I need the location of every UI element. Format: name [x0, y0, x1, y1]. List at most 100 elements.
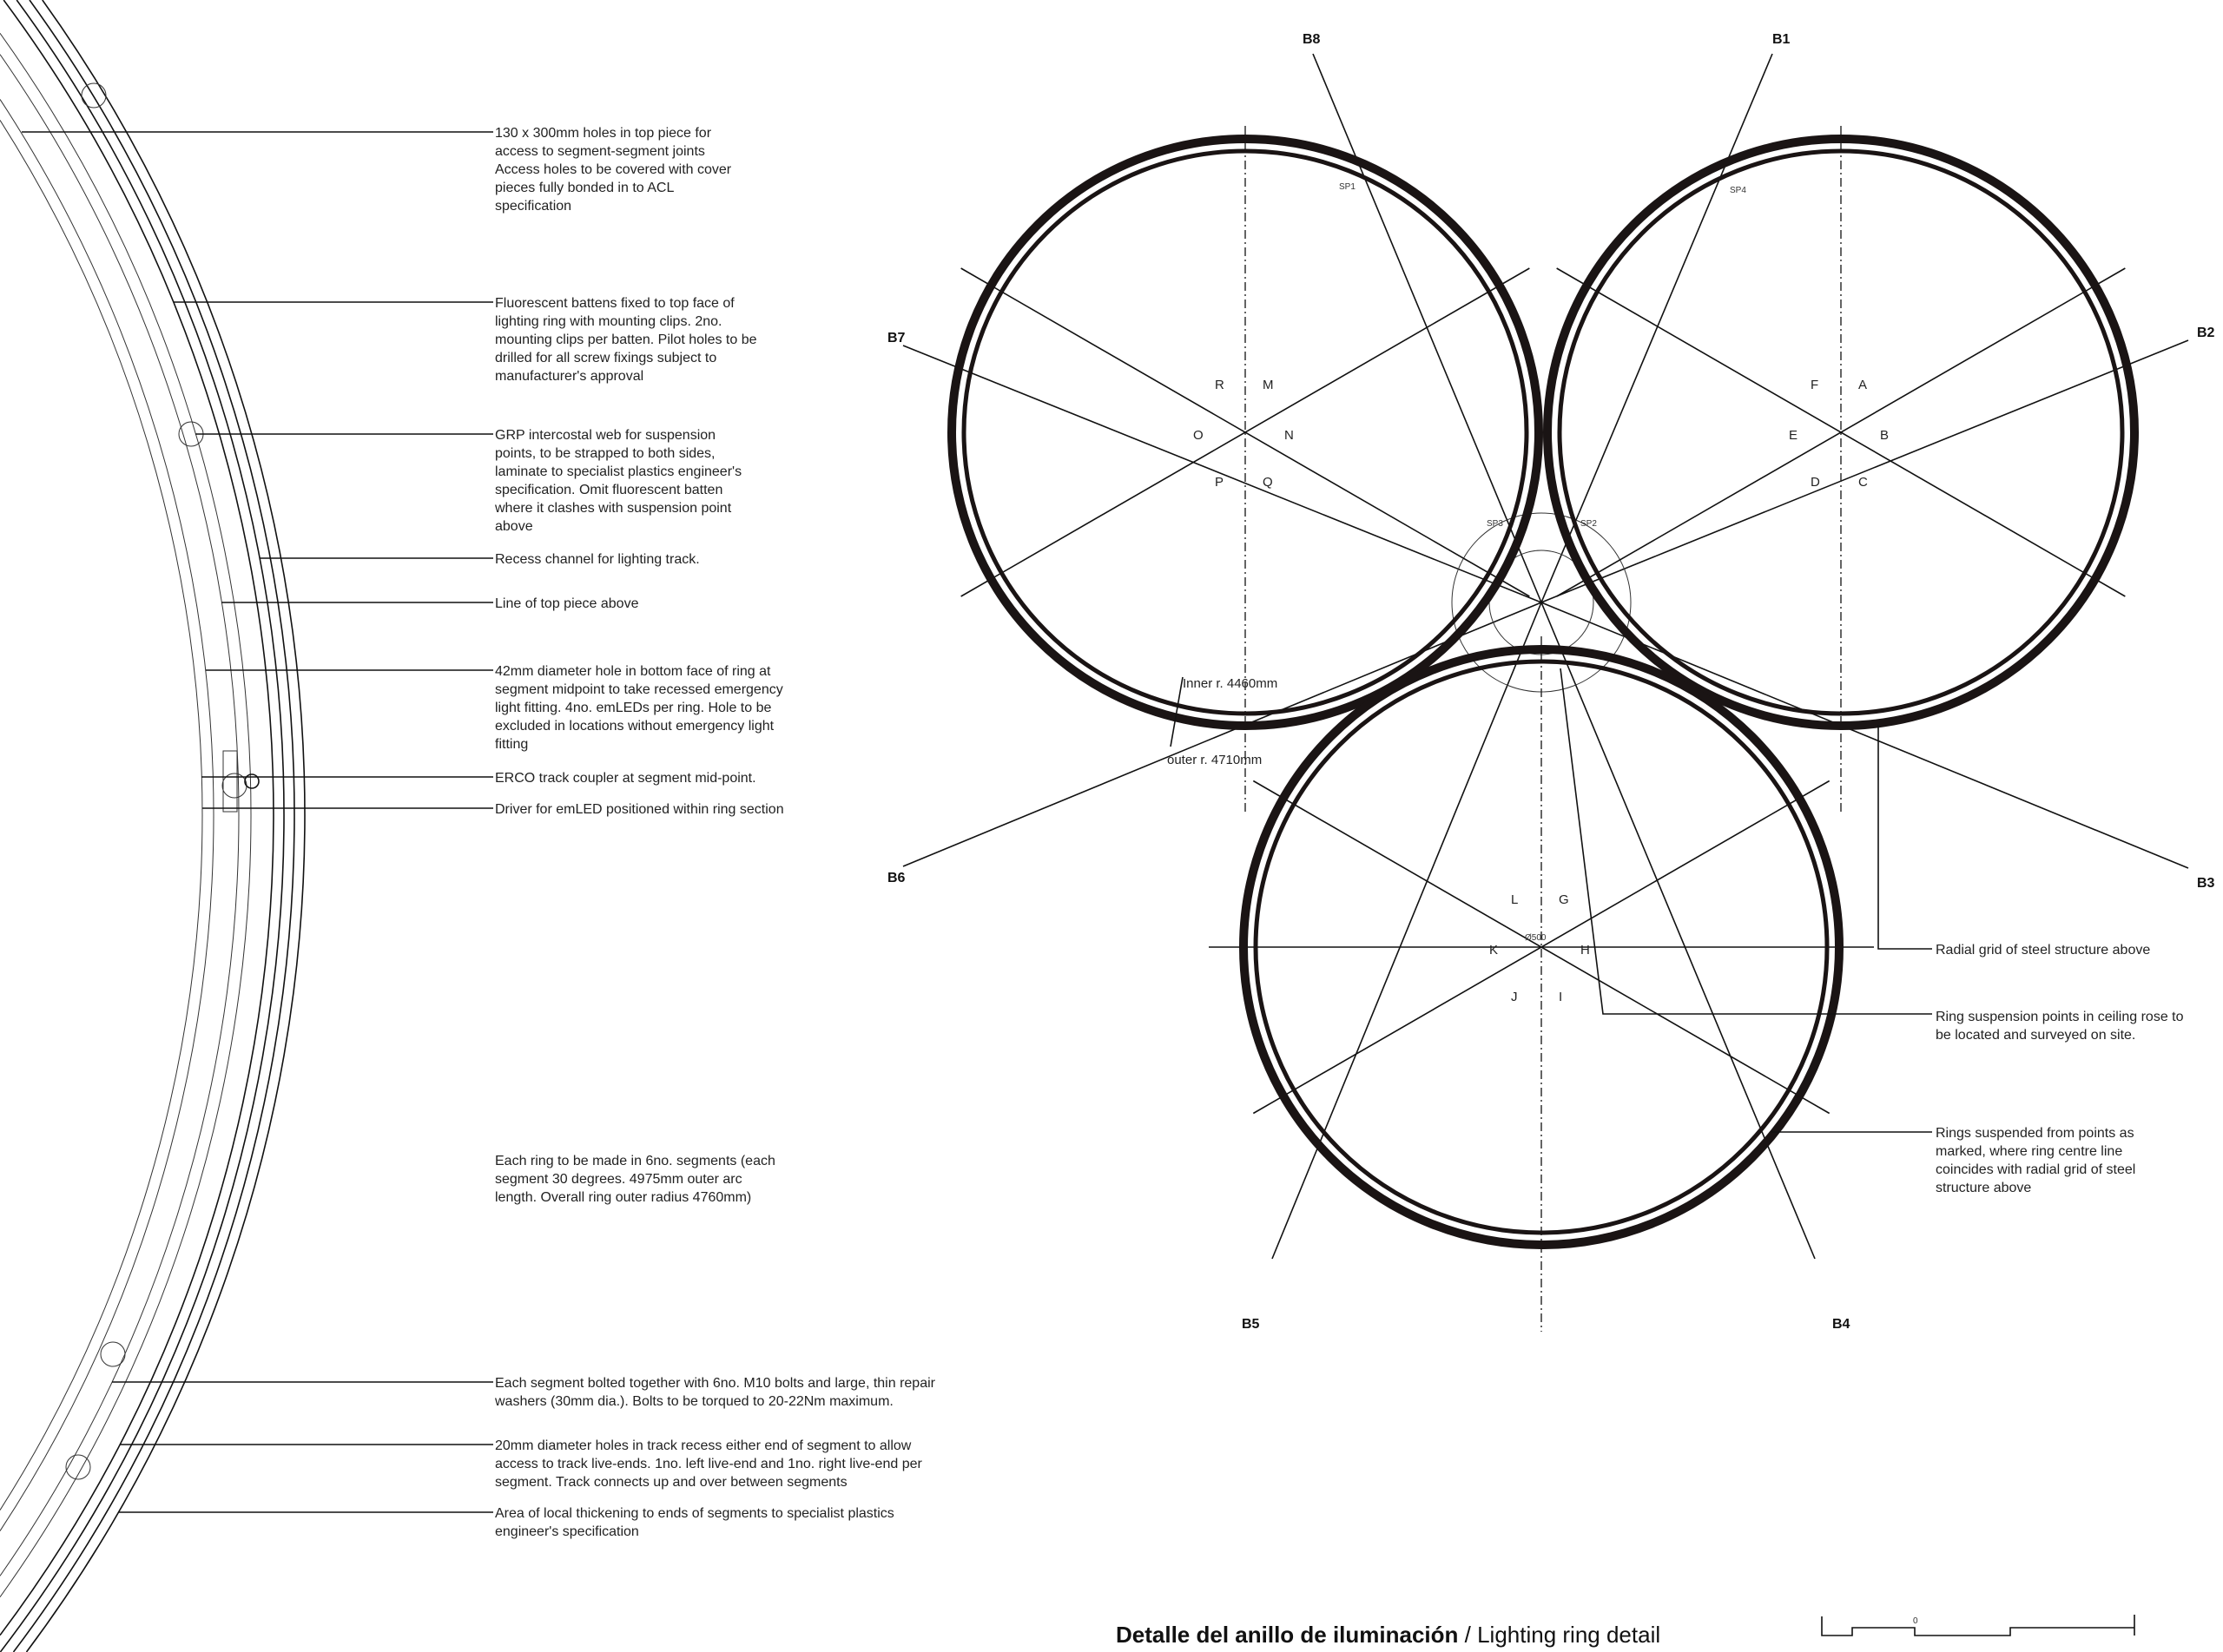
track-coupler: [222, 750, 238, 813]
ring-outer-band: [1239, 645, 1844, 1249]
sector-label: I: [1559, 990, 1562, 1004]
sector-label: K: [1489, 943, 1498, 958]
note-line: above: [495, 519, 533, 534]
scale-bar: 0: [1821, 1615, 2135, 1636]
note-line: mounting clips per batten. Pilot holes t…: [495, 332, 757, 347]
note-line: fitting: [495, 737, 528, 752]
grid-label: B7: [887, 331, 906, 346]
note-text: Fluorescent battens fixed to top face of…: [495, 296, 757, 384]
segment-joint-marker: [100, 1341, 126, 1367]
sector-label: D: [1811, 475, 1820, 490]
radial-grid-line: [902, 345, 1542, 603]
ring-section-arc: [12, 0, 295, 1652]
note-text: Area of local thickening to ends of segm…: [495, 1506, 894, 1539]
sector-label: N: [1284, 428, 1294, 443]
note-line: light fitting. 4no. emLEDs per ring. Hol…: [495, 701, 771, 715]
note-line: pieces fully bonded in to ACL: [495, 181, 674, 195]
sector-label: C: [1858, 475, 1868, 490]
note-line: Radial grid of steel structure above: [1936, 943, 2150, 958]
note-line: specification. Omit fluorescent batten: [495, 483, 722, 497]
ring-segment-section-elevation: [0, 0, 306, 1652]
grid-label: B1: [1772, 32, 1791, 47]
segment-joint-marker: [81, 82, 107, 109]
note-line: segment. Track connects up and over betw…: [495, 1475, 848, 1490]
note-line: washers (30mm dia.). Bolts to be torqued…: [494, 1394, 894, 1409]
grid-label: B6: [887, 871, 906, 885]
suspension-point-label: SP2: [1580, 519, 1597, 529]
grid-label: B3: [2197, 876, 2215, 891]
note-line: laminate to specialist plastics engineer…: [495, 464, 742, 479]
ring-section-arc: [0, 99, 214, 1531]
outer-radius-label: outer r. 4710mm: [1167, 753, 1262, 767]
sector-label: G: [1559, 892, 1569, 907]
sector-label: L: [1511, 892, 1518, 907]
ring-section-arc: [0, 33, 252, 1597]
note-line: 42mm diameter hole in bottom face of rin…: [495, 664, 771, 679]
title-spanish: Detalle del anillo de iluminación: [1116, 1622, 1458, 1648]
sector-label: R: [1215, 378, 1224, 392]
note-line: segment 30 degrees. 4975mm outer arc: [495, 1172, 742, 1187]
sector-label: O: [1193, 428, 1204, 443]
segment-joint-marker: [65, 1454, 91, 1480]
grid-label: B8: [1303, 32, 1321, 47]
radial-grid-line: [1271, 602, 1542, 1260]
sector-label: F: [1811, 378, 1818, 392]
note-line: Ring suspension points in ceiling rose t…: [1936, 1010, 2184, 1024]
note-text: Radial grid of steel structure above: [1936, 943, 2150, 958]
note-text: 20mm diameter holes in track recess eith…: [495, 1438, 922, 1490]
note-text: Ring suspension points in ceiling rose t…: [1936, 1010, 2184, 1043]
suspension-point-label: SP1: [1339, 182, 1356, 192]
sector-label: H: [1580, 943, 1590, 958]
note-text: Each segment bolted together with 6no. M…: [494, 1376, 936, 1409]
note-line: coincides with radial grid of steel: [1936, 1162, 2135, 1177]
center-diameter-label: Ø500: [1525, 933, 1547, 943]
ring-inner-band: [1557, 148, 2125, 716]
sector-label: E: [1789, 428, 1798, 443]
note-line: access to track live-ends. 1no. left liv…: [495, 1457, 922, 1471]
grid-label: B4: [1832, 1317, 1850, 1332]
note-line: be located and surveyed on site.: [1936, 1028, 2135, 1043]
note-line: GRP intercostal web for suspension: [495, 428, 716, 443]
note-line: ERCO track coupler at segment mid-point.: [495, 771, 756, 786]
note-line: segment midpoint to take recessed emerge…: [495, 682, 783, 697]
note-text: Each ring to be made in 6no. segments (e…: [495, 1154, 775, 1205]
note-line: where it clashes with suspension point: [494, 501, 732, 516]
note-line: 20mm diameter holes in track recess eith…: [495, 1438, 912, 1453]
ring-inner-band: [1253, 659, 1830, 1235]
note-line: Each ring to be made in 6no. segments (e…: [495, 1154, 775, 1168]
note-line: drilled for all screw fixings subject to: [495, 351, 716, 365]
suspension-point-label: SP3: [1487, 519, 1503, 529]
scale-bar-label: 0: [1913, 1616, 1918, 1626]
note-line: Each segment bolted together with 6no. M…: [495, 1376, 936, 1391]
ring-inner-band: [961, 148, 1529, 716]
drawing-title: Detalle del anillo de iluminación / Ligh…: [1116, 1622, 1660, 1648]
note-line: manufacturer's approval: [495, 369, 643, 384]
ring-outer-band: [947, 135, 1543, 730]
grid-label: B2: [2197, 326, 2215, 340]
ring-section-arc: [0, 0, 285, 1652]
note-leader-line: [1877, 725, 1932, 950]
ring-sector-line: [1252, 780, 1831, 1115]
sector-label: Q: [1263, 475, 1273, 490]
sector-label: A: [1858, 378, 1867, 392]
radial-grid-line: [1312, 53, 1542, 603]
suspension-point-label: SP4: [1730, 186, 1746, 195]
note-text: Driver for emLED positioned within ring …: [495, 802, 784, 817]
radial-grid-line: [1540, 53, 1773, 603]
ring-sector-line: [1556, 267, 2126, 597]
note-line: marked, where ring centre line: [1936, 1144, 2122, 1159]
note-line: Driver for emLED positioned within ring …: [495, 802, 784, 817]
sector-label: B: [1880, 428, 1889, 443]
note-line: Area of local thickening to ends of segm…: [495, 1506, 894, 1521]
note-line: lighting ring with mounting clips. 2no.: [495, 314, 722, 329]
note-text: 42mm diameter hole in bottom face of rin…: [495, 664, 783, 752]
ring-sector-line: [960, 267, 1530, 597]
note-line: Access holes to be covered with cover: [495, 162, 732, 177]
sector-label: P: [1215, 475, 1224, 490]
radial-grid-line: [1540, 602, 1816, 1260]
